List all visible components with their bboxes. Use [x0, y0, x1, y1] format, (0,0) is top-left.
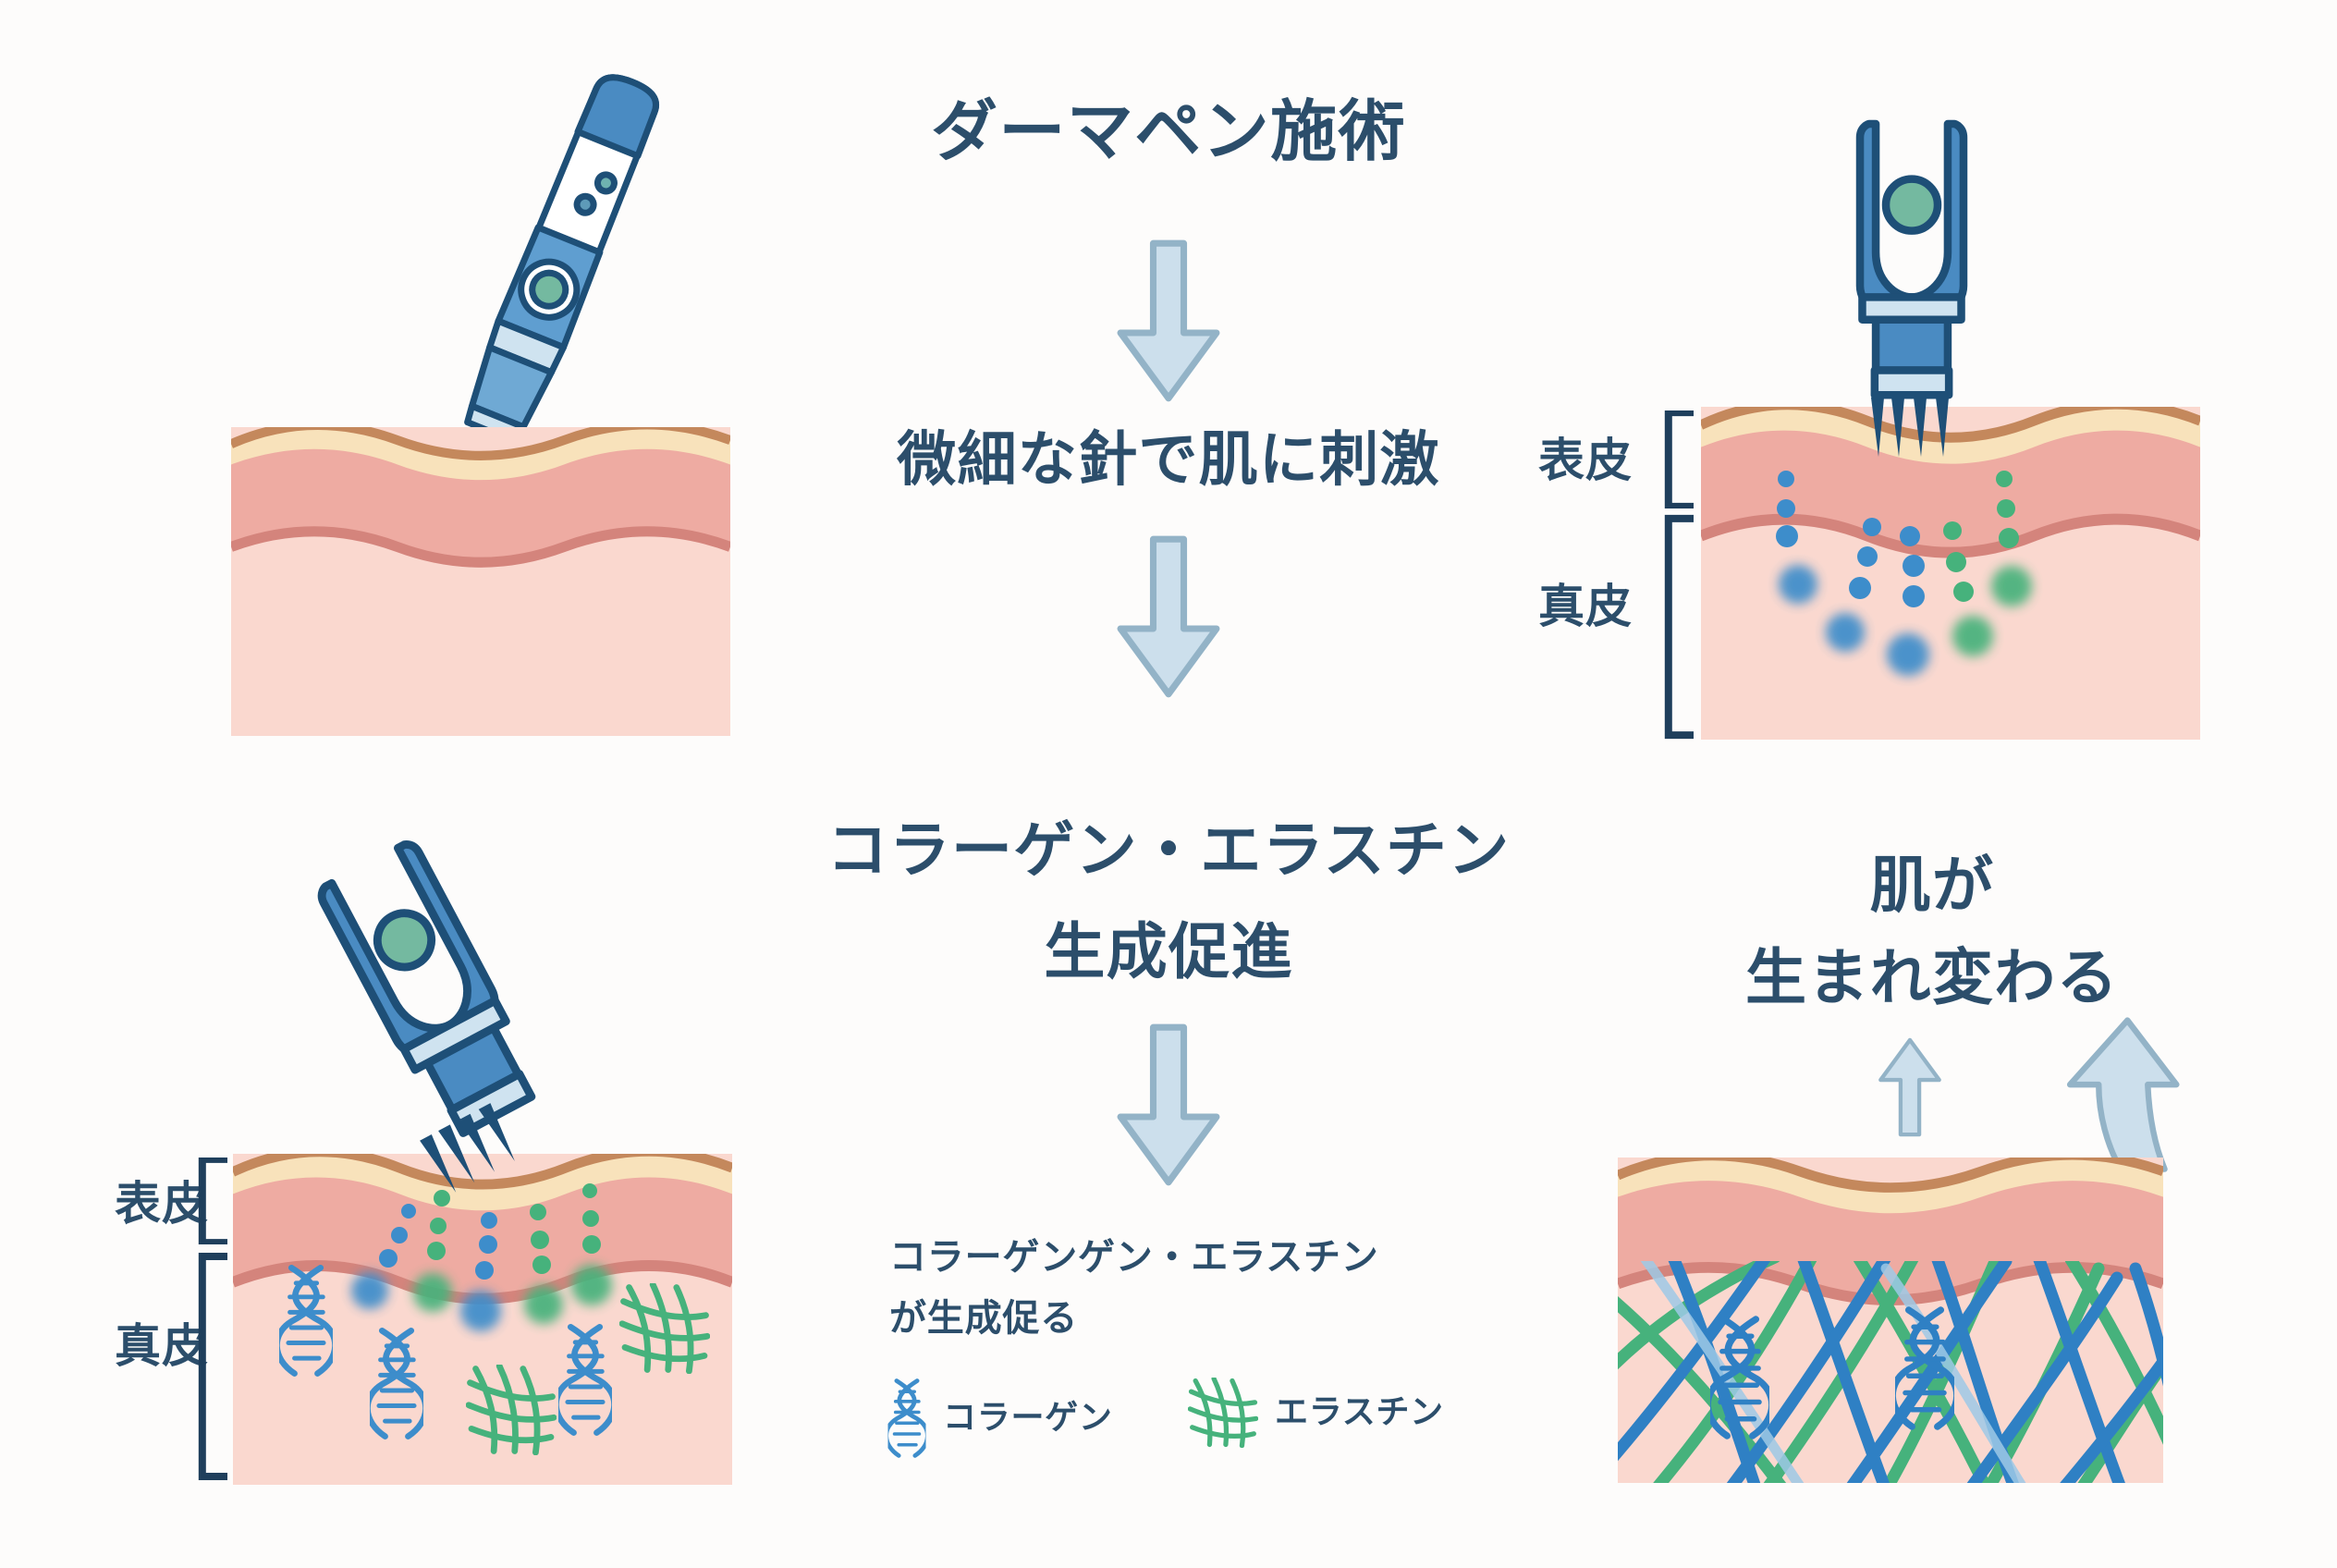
needles-icon: [1871, 398, 1949, 457]
dna-helix-icon: [887, 1378, 926, 1459]
epidermis-bracket-top: [1662, 410, 1694, 508]
arrow-up-large-icon: [2062, 1015, 2180, 1176]
step-3-label-line1: コラーゲン・エラスチン: [826, 815, 1511, 886]
collagen-elastin-network: [1618, 1261, 2163, 1483]
legend-label-collagen: コラーゲン: [943, 1398, 1113, 1437]
arrow-down-3-icon: [1114, 1023, 1223, 1187]
legend-label-elastin: エラスチン: [1275, 1392, 1444, 1431]
caption-line-1: コラーゲンゲン・エラスチン: [889, 1236, 1379, 1279]
caption-line-2: が生成促る: [889, 1297, 1078, 1340]
arrow-down-2-icon: [1114, 534, 1223, 699]
collagen-elastin-particles: [1776, 471, 2032, 676]
skin-cross-section: [231, 427, 730, 736]
dermis-bracket-top: [1662, 514, 1694, 740]
dermapen-head-icon: [298, 823, 574, 1176]
step-2-label: 微細な針で肌に刺激: [897, 426, 1440, 495]
dermis-label-top: 真皮: [1538, 580, 1633, 633]
legend-item-elastin: エラスチン: [1188, 1378, 1444, 1448]
epidermis-label-bottom: 表皮: [115, 1177, 209, 1231]
arrow-down-1-icon: [1114, 239, 1223, 403]
step-4-label-line2: 生まれ変わる: [1745, 942, 2119, 1013]
epidermis-bracket-bottom: [196, 1158, 227, 1244]
legend-item-collagen: コラーゲン: [887, 1378, 1113, 1459]
page-title: ダーマペン施術: [930, 92, 1407, 170]
dermis-bracket-bottom: [196, 1252, 227, 1481]
needles-icon: [420, 1103, 515, 1193]
arrow-up-small-icon: [1877, 1037, 1943, 1137]
dermapen-head-icon: [1844, 116, 1979, 422]
epidermis-label-top: 表皮: [1538, 434, 1633, 487]
collagen-elastin-content: [233, 1183, 732, 1485]
step-4-label-line1: 肌が: [1869, 850, 1995, 921]
step-3-label-line2: 生成促進: [1044, 916, 1293, 987]
dermis-label-bottom: 真皮: [115, 1319, 209, 1373]
mesh-net-icon: [1188, 1378, 1258, 1448]
dermapen-device-icon: [438, 56, 687, 458]
